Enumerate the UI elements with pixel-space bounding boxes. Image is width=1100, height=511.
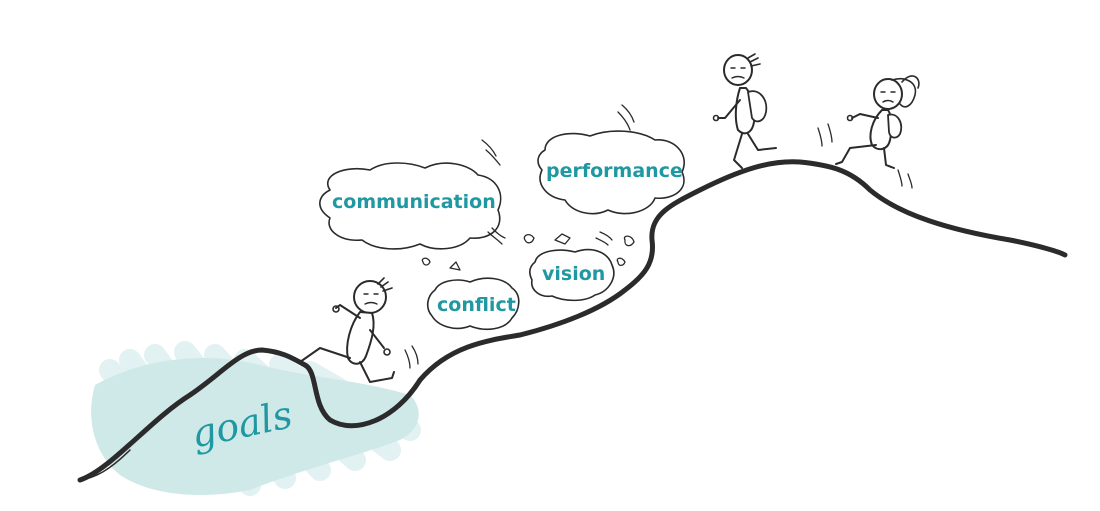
runner-figure — [294, 277, 419, 383]
communication-label: communication — [332, 191, 496, 213]
conflict-cloud: conflict — [426, 277, 520, 331]
communication-cloud: communication — [319, 162, 502, 250]
hill-thin-start — [79, 449, 131, 481]
girl-figure — [817, 75, 920, 189]
performance-label: performance — [546, 160, 683, 182]
conflict-label: conflict — [437, 294, 516, 316]
vision-label: vision — [542, 263, 605, 285]
performance-cloud: performance — [537, 130, 685, 215]
hill-path — [77, 159, 1068, 483]
vision-cloud: vision — [529, 248, 615, 302]
walker-figure — [712, 53, 777, 169]
cloud-fragments — [421, 104, 635, 271]
goals-wash — [91, 341, 421, 496]
